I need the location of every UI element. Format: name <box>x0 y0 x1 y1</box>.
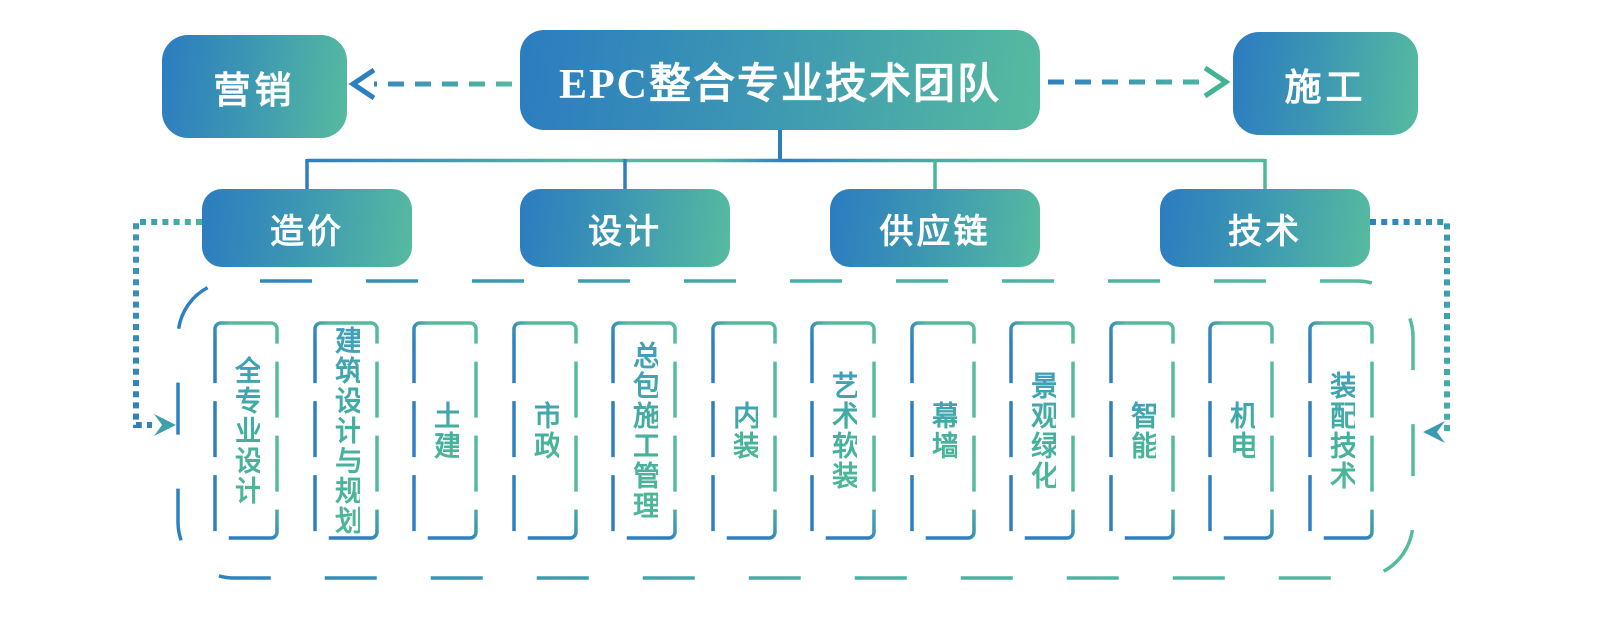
arrow-right-icon <box>1203 65 1231 99</box>
specialty-label: 全专业设计 <box>231 355 262 506</box>
specialty-label: 机电 <box>1226 400 1257 461</box>
specialty-box-outline <box>611 321 677 540</box>
specialty-item: 全专业设计 <box>215 323 277 538</box>
branch-box-cost: 造价 <box>202 189 412 267</box>
specialty-box-outline <box>810 321 876 540</box>
specialty-item: 机电 <box>1210 323 1272 538</box>
dotted-left-arrowhead-icon <box>154 414 176 436</box>
specialty-item: 市政 <box>514 323 576 538</box>
branch-label: 供应链 <box>879 213 991 251</box>
specialty-label: 土建 <box>430 400 461 461</box>
specialty-box-outline <box>910 321 976 540</box>
specialty-label: 景观绿化 <box>1027 370 1058 491</box>
specialty-label: 艺术软装 <box>828 370 859 491</box>
specialty-label: 内装 <box>729 400 760 461</box>
branch-label: 设计 <box>588 213 662 251</box>
specialty-box-outline <box>711 321 777 540</box>
specialty-item: 智能 <box>1111 323 1173 538</box>
construction-label: 施工 <box>1284 67 1367 109</box>
main-team-label: EPC整合专业技术团队 <box>558 61 1001 108</box>
main-team-box: EPC整合专业技术团队 <box>520 30 1040 130</box>
branch-label: 造价 <box>270 213 344 251</box>
branch-label: 技术 <box>1228 213 1302 251</box>
specialty-box-outline <box>213 321 279 540</box>
specialty-label: 幕墙 <box>928 400 959 461</box>
specialties-container-outline <box>176 279 1415 580</box>
arrow-left-icon <box>348 67 376 101</box>
specialty-item: 艺术软装 <box>812 323 874 538</box>
specialty-item: 土建 <box>414 323 476 538</box>
branch-box-design: 设计 <box>520 189 730 267</box>
specialty-box-outline <box>1109 321 1175 540</box>
specialty-label: 装配技术 <box>1326 370 1357 491</box>
specialty-box-outline <box>412 321 478 540</box>
specialty-box-outline <box>313 321 379 540</box>
specialty-item: 总包施工管理 <box>613 323 675 538</box>
specialty-item: 景观绿化 <box>1011 323 1073 538</box>
specialty-label: 总包施工管理 <box>629 340 660 521</box>
dotted-left-path <box>133 219 202 428</box>
specialty-label: 智能 <box>1127 400 1158 461</box>
specialty-item: 内装 <box>713 323 775 538</box>
specialty-label: 建筑设计与规划 <box>331 325 362 536</box>
construction-box: 施工 <box>1233 32 1418 135</box>
specialty-box-outline <box>1308 321 1374 540</box>
branch-box-supply-chain: 供应链 <box>830 189 1040 267</box>
specialty-box-outline <box>1208 321 1274 540</box>
marketing-box: 营销 <box>162 35 347 138</box>
branch-box-technology: 技术 <box>1160 189 1370 267</box>
dotted-right-arrowhead-icon <box>1423 421 1445 443</box>
specialty-box-outline <box>512 321 578 540</box>
marketing-label: 营销 <box>213 70 296 112</box>
specialty-label: 市政 <box>530 400 561 461</box>
specialty-item: 幕墙 <box>912 323 974 538</box>
specialty-item: 建筑设计与规划 <box>315 323 377 538</box>
dotted-right-path <box>1370 219 1450 435</box>
specialty-box-outline <box>1009 321 1075 540</box>
specialty-item: 装配技术 <box>1310 323 1372 538</box>
